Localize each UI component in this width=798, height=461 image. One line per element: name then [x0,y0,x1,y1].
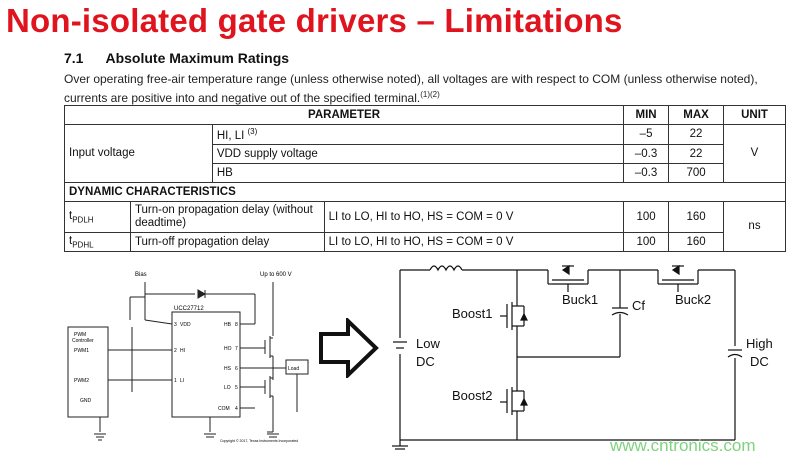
param-name: HB [211,162,625,183]
voltage-label: Up to 600 V [260,272,292,278]
driver-chip-block [171,311,241,418]
unit-cell: ns [723,200,786,253]
controller-line2: Controller [72,338,94,344]
low-dc-label: DC [416,354,435,369]
description-text: Over operating free-air temperature rang… [64,72,758,105]
cf-label: Cf [632,298,645,313]
load-label: Load [288,366,299,372]
symbol: t [69,234,73,247]
min-cell: –5 [623,124,670,145]
pin-number: 2 [174,348,177,354]
inductor [429,265,463,272]
table-header-row: PARAMETER MIN MAX UNIT [63,105,786,125]
param-note: (3) [247,127,258,136]
symbol: t [69,209,73,222]
table-row: DYNAMIC CHARACTERISTICS [64,181,786,202]
symbol-sub: PDHL [72,240,94,250]
pwm-controller-block [67,326,109,418]
gate-driver-schematic: Bias Up to 600 V UCC27712 PWM Controller… [67,272,309,443]
header-max: MAX [668,105,725,125]
section-description: Over operating free-air temperature rang… [64,72,784,106]
converter-schematic: Boost1 Boost2 Buck1 Buck2 Cf Low DC High… [392,264,773,450]
pin-label: HI [180,348,185,354]
pin-label: COM [218,406,230,412]
absolute-max-ratings-table: PARAMETER MIN MAX UNIT Input voltage HI,… [63,105,786,253]
watermark: www.cntronics.com [610,436,756,455]
desc-cell: Turn-off propagation delay [129,231,325,253]
param-cell: HI, LI (3) [211,124,625,145]
table-row: tPDHL Turn-off propagation delay LI to L… [64,231,786,253]
min-cell: –0.3 [623,162,670,183]
table-row: Input voltage HI, LI (3) –5 22 V [64,124,786,183]
unit-cell: V [723,124,786,183]
symbol-cell: tPDHL [64,231,131,253]
input-voltage-label: Input voltage [64,124,213,183]
pin-number: 1 [174,378,177,384]
slide-title: Non-isolated gate drivers – Limitations [6,2,623,39]
max-cell: 160 [668,200,725,233]
pin-number: 5 [235,385,238,391]
section-heading: 7.1 Absolute Maximum Ratings [64,50,289,66]
cond-cell: LI to LO, HI to HO, HS = COM = 0 V [323,200,625,233]
gnd-label: GND [80,398,92,404]
pin-label: HO [224,346,232,352]
chip-name: UCC27712 [174,306,204,312]
bias-label: Bias [135,272,147,278]
pin-number: 3 [174,322,177,328]
high-label: High [746,336,773,351]
pin-number: 4 [235,406,238,412]
boost1-label: Boost1 [452,306,492,321]
max-cell: 160 [668,231,725,253]
right-arrow-icon [319,318,379,378]
min-cell: –0.3 [623,143,670,164]
pin-label: HS [224,366,232,372]
pin-label: LO [224,385,231,391]
low-label: Low [416,336,440,351]
buck2-label: Buck2 [675,292,711,307]
table-row: tPDLH Turn-on propagation delay (without… [64,200,786,253]
copyright-text: Copyright © 2017, Texas Instruments Inco… [220,439,298,443]
min-cell: 100 [623,231,670,253]
symbol-sub: PDLH [72,214,94,224]
pin-number: 7 [235,346,238,352]
pin-number: 6 [235,366,238,372]
high-dc-label: DC [750,354,769,369]
section-number: 7.1 [64,50,84,66]
dynamic-characteristics-label: DYNAMIC CHARACTERISTICS [64,181,786,202]
buck1-label: Buck1 [562,292,598,307]
symbol-cell: tPDLH [64,200,131,233]
max-cell: 22 [668,124,725,145]
header-parameter: PARAMETER [63,105,625,125]
param-name: HI, LI [216,129,245,142]
pwm1-label: PWM1 [74,348,89,354]
cond-cell: LI to LO, HI to HO, HS = COM = 0 V [323,231,625,253]
pin-number: 8 [235,322,238,328]
max-cell: 700 [668,162,725,183]
controller-line1: PWM [74,332,86,338]
pwm2-label: PWM2 [74,378,89,384]
max-cell: 22 [668,143,725,164]
min-cell: 100 [623,200,670,233]
header-unit: UNIT [723,105,786,125]
description-note: (1)(2) [420,90,440,99]
pin-label: VDD [180,322,191,328]
pin-label: LI [180,378,184,384]
boost2-label: Boost2 [452,388,492,403]
desc-cell: Turn-on propagation delay (without deadt… [129,200,325,233]
section-title: Absolute Maximum Ratings [105,50,290,66]
param-name: VDD supply voltage [211,143,625,164]
header-min: MIN [623,105,670,125]
pin-label: HB [224,322,232,328]
